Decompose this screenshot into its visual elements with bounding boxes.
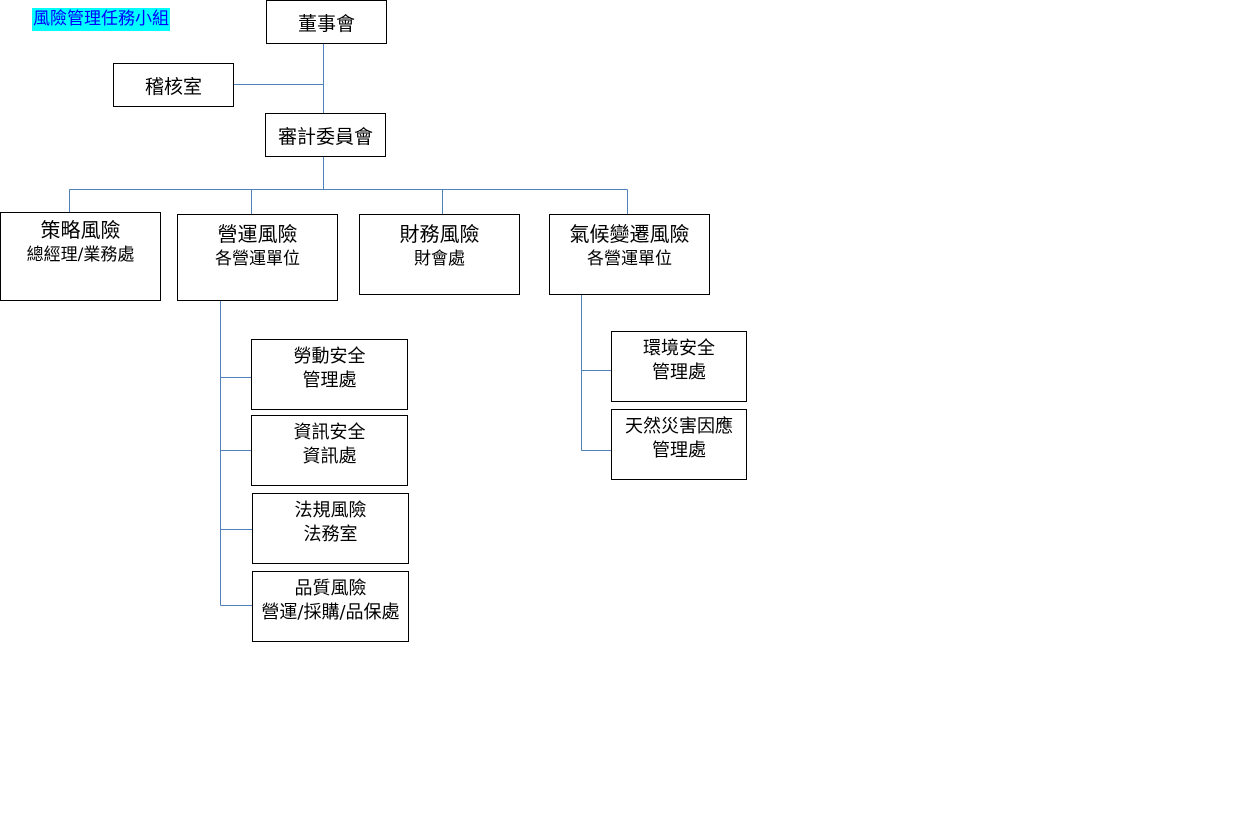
node-labor-safety: 勞動安全 管理處 — [251, 339, 408, 410]
node-legal-risk: 法規風險 法務室 — [252, 493, 409, 564]
node-operational-risk-name: 營運風險 — [217, 222, 298, 246]
node-quality-risk-owner: 營運/採購/品保處 — [261, 602, 400, 623]
connector-paths — [69, 43, 628, 606]
node-climate-risk: 氣候變遷風險 各營運單位 — [549, 214, 710, 295]
node-legal-risk-name: 法規風險 — [294, 500, 367, 521]
node-labor-safety-owner: 管理處 — [302, 370, 357, 391]
node-info-security-name: 資訊安全 — [293, 422, 366, 443]
node-disaster-response-owner: 管理處 — [652, 440, 706, 461]
node-financial-risk-name: 財務風險 — [399, 222, 480, 246]
node-strategic-risk-owner: 總經理/業務處 — [26, 245, 135, 265]
node-climate-risk-owner: 各營運單位 — [587, 249, 672, 269]
node-labor-safety-name: 勞動安全 — [293, 346, 366, 367]
node-audit-office: 稽核室 — [113, 63, 234, 107]
node-audit-office-label: 稽核室 — [144, 75, 202, 98]
node-strategic-risk-name: 策略風險 — [40, 218, 121, 242]
node-disaster-response-name: 天然災害因應 — [625, 416, 733, 437]
node-audit-committee: 審計委員會 — [265, 113, 386, 157]
node-operational-risk-owner: 各營運單位 — [215, 249, 300, 269]
node-env-safety-owner: 管理處 — [652, 362, 706, 383]
page-title: 風險管理任務小組 — [32, 8, 170, 31]
node-env-safety-name: 環境安全 — [643, 338, 715, 359]
node-info-security: 資訊安全 資訊處 — [251, 415, 408, 486]
node-board: 董事會 — [266, 0, 387, 44]
node-env-safety: 環境安全 管理處 — [611, 331, 747, 402]
node-strategic-risk: 策略風險 總經理/業務處 — [0, 212, 161, 301]
node-quality-risk-name: 品質風險 — [294, 578, 367, 599]
node-info-security-owner: 資訊處 — [302, 446, 357, 467]
node-financial-risk-owner: 財會處 — [414, 249, 465, 269]
node-quality-risk: 品質風險 營運/採購/品保處 — [252, 571, 409, 642]
node-audit-committee-label: 審計委員會 — [277, 125, 373, 148]
node-financial-risk: 財務風險 財會處 — [359, 214, 520, 295]
node-operational-risk: 營運風險 各營運單位 — [177, 214, 338, 301]
node-board-label: 董事會 — [297, 12, 355, 35]
node-disaster-response: 天然災害因應 管理處 — [611, 409, 747, 480]
node-legal-risk-owner: 法務室 — [303, 524, 358, 545]
node-climate-risk-name: 氣候變遷風險 — [569, 222, 690, 246]
